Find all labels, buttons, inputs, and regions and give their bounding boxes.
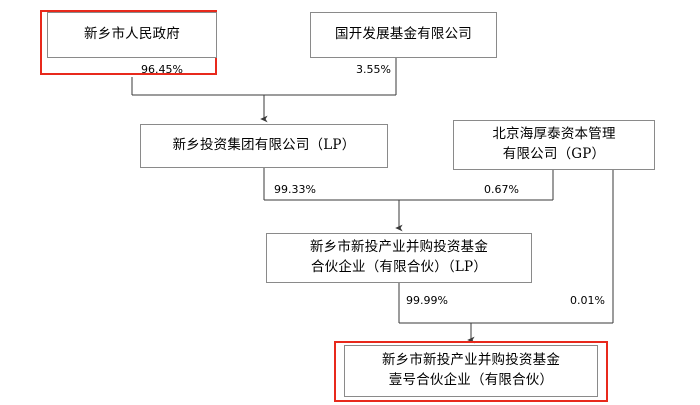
node-label: 北京海厚泰资本管理 有限公司（GP） bbox=[492, 126, 616, 162]
node-label: 国开发展基金有限公司 bbox=[335, 26, 472, 43]
edge-percent-gp-to-fundlp: 0.67% bbox=[484, 183, 519, 196]
node-xintou-ma-fund-no1[interactable]: 新乡市新投产业并购投资基金 壹号合伙企业（有限合伙） bbox=[344, 345, 598, 397]
edge-percent-government-to-group: 96.45% bbox=[141, 63, 183, 76]
node-label: 新乡市人民政府 bbox=[84, 26, 180, 43]
edge-percent-group-to-fundlp: 99.33% bbox=[274, 183, 316, 196]
edge-percent-cdbfund-to-group: 3.55% bbox=[356, 63, 391, 76]
node-xinxiang-government[interactable]: 新乡市人民政府 bbox=[47, 12, 217, 58]
node-xinxiang-investment-group[interactable]: 新乡投资集团有限公司（LP） bbox=[140, 124, 388, 168]
node-xintou-ma-fund-lp[interactable]: 新乡市新投产业并购投资基金 合伙企业（有限合伙）（LP） bbox=[266, 233, 532, 283]
node-cdb-development-fund[interactable]: 国开发展基金有限公司 bbox=[310, 12, 497, 58]
edge-percent-gp-to-fundno1: 0.01% bbox=[570, 294, 605, 307]
edge-percent-fundlp-to-fundno1: 99.99% bbox=[406, 294, 448, 307]
node-label: 新乡市新投产业并购投资基金 合伙企业（有限合伙）（LP） bbox=[309, 239, 489, 275]
node-beijing-haihoutai-capital[interactable]: 北京海厚泰资本管理 有限公司（GP） bbox=[453, 120, 655, 170]
node-label: 新乡投资集团有限公司（LP） bbox=[172, 137, 356, 154]
node-label: 新乡市新投产业并购投资基金 壹号合伙企业（有限合伙） bbox=[381, 352, 561, 388]
